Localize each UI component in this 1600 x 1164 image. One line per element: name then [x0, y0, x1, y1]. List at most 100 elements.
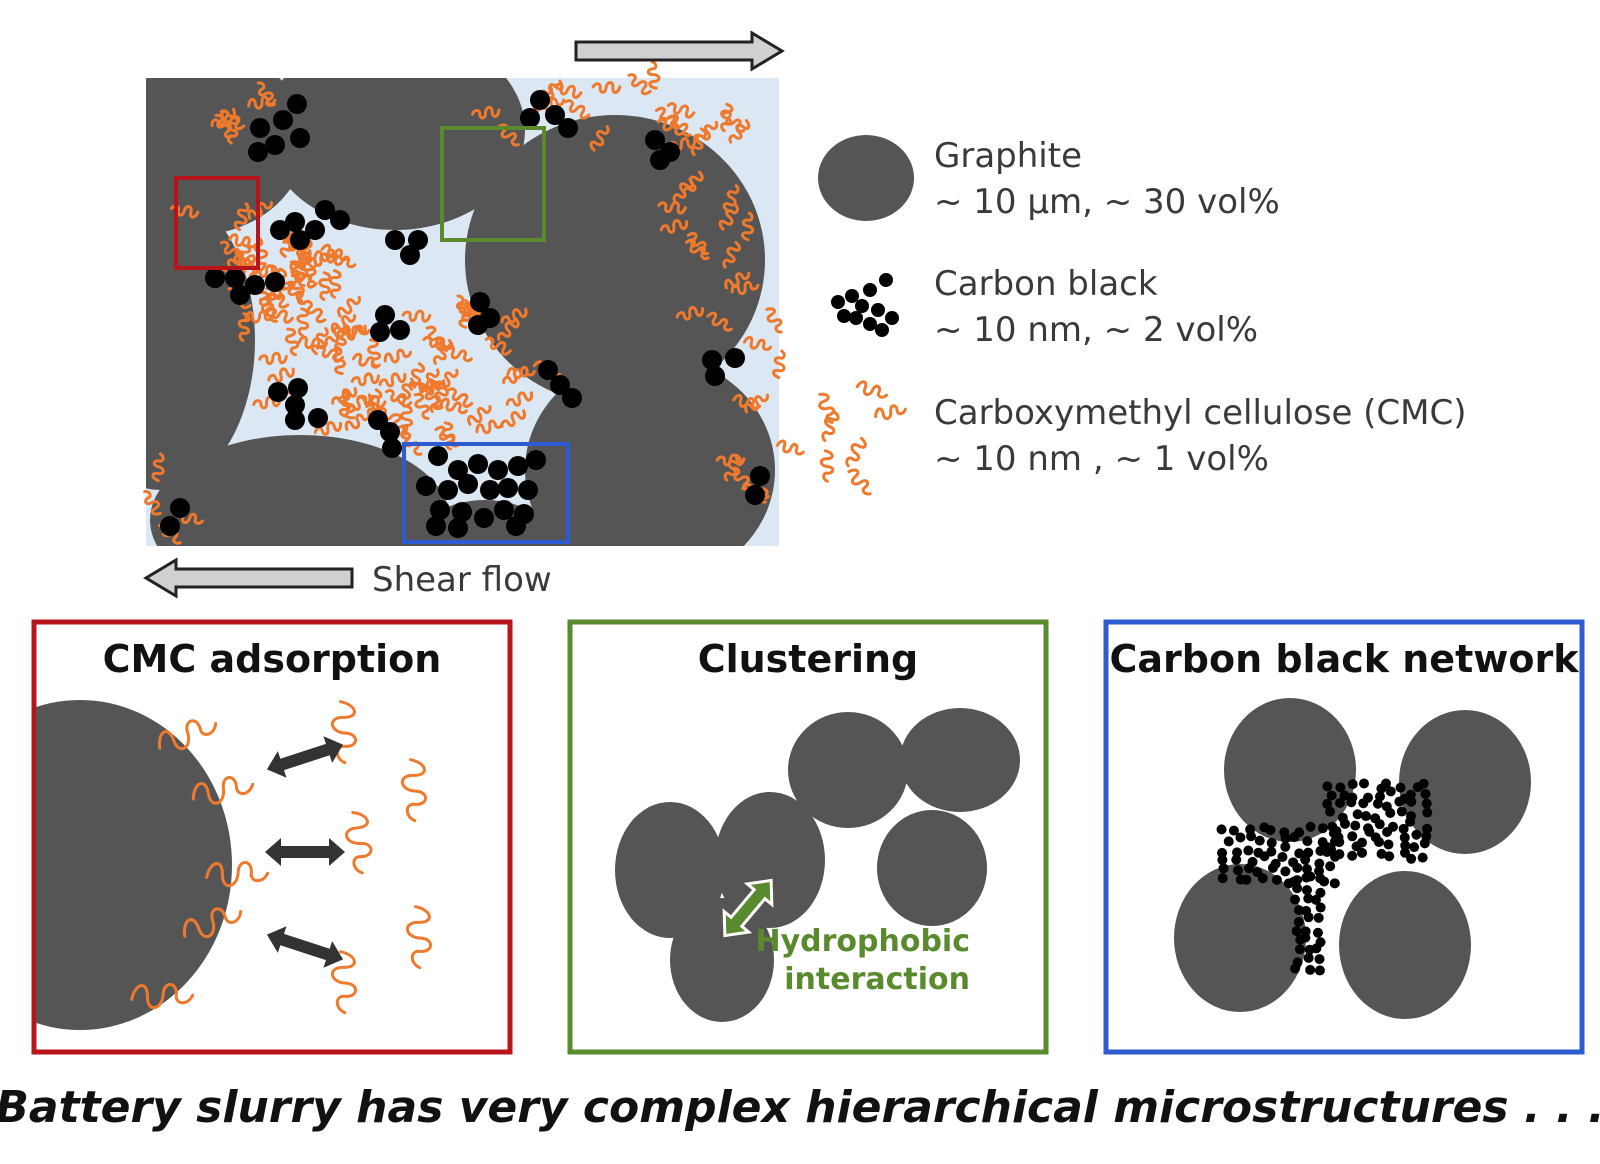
carbon-black-particle [408, 230, 428, 250]
cmc-chain [657, 201, 687, 215]
cmc-chain [400, 404, 414, 435]
carbon-black-particle [1372, 798, 1383, 809]
cmc-chain [422, 385, 444, 411]
cmc-chain [258, 351, 288, 366]
panel-network-frame [1103, 619, 1585, 1055]
carbon-black-particle [488, 460, 508, 480]
graphite-legend-title: Graphite [934, 136, 1082, 176]
carbon-black-particle [1346, 797, 1357, 808]
carbon-black-particle [1374, 819, 1385, 830]
cmc-chain [396, 377, 415, 406]
carbon-black-particle [1422, 807, 1433, 818]
cmc-chain [383, 348, 412, 364]
carbon-black-particle [230, 285, 250, 305]
carbon-black-particle [1232, 865, 1243, 876]
carbon-black-particle [1358, 778, 1369, 789]
cmc-chain [244, 310, 274, 324]
cmc-chain [219, 240, 245, 263]
carbon-black-particle [498, 478, 518, 498]
graphite-particle [265, 78, 525, 230]
carbon-black-particle [530, 90, 550, 110]
cmc-chain [722, 184, 740, 213]
carbon-black-particle [1350, 820, 1361, 831]
carbon-black-particle [330, 210, 350, 230]
cmc-chain [728, 119, 751, 144]
cmc-chain [252, 395, 282, 410]
carbon-black-particle [1385, 786, 1396, 797]
cmc-chain [366, 388, 383, 418]
graphite-particle [715, 792, 825, 928]
carbon-black-particle [1301, 872, 1312, 883]
carbon-black-particle [305, 220, 325, 240]
cmc-chain [675, 305, 705, 321]
cmc-chain [475, 419, 504, 435]
carbon-black-particle [1314, 965, 1325, 976]
cmc-chain [214, 113, 235, 139]
cmc-chain [564, 99, 591, 120]
cmc-chain [668, 114, 692, 137]
cmc-chain [589, 125, 610, 152]
carbon-black-particle [452, 502, 472, 522]
hydrophobic-arrow [722, 878, 774, 938]
cmc-chain [818, 392, 836, 424]
graphite-legend-size: ~ 10 µm, ~ 30 vol% [934, 182, 1280, 222]
carbon-black-particle [1315, 845, 1326, 856]
carbon-black-particle [1293, 916, 1304, 927]
carbon-black-particle [1232, 847, 1243, 858]
carbon-black-particle [1301, 863, 1312, 874]
shear-flow-label: Shear flow [372, 560, 552, 600]
cmc-chain [646, 60, 661, 90]
carbon-black-particle [1329, 878, 1340, 889]
carbon-black-particle [170, 498, 190, 518]
carbon-black-particle [1339, 818, 1350, 829]
carbon-black-particle [1314, 858, 1325, 869]
cmc-legend-icon [818, 380, 907, 496]
cmc-chain [821, 409, 840, 443]
cmc-chain [444, 345, 473, 363]
carbon-black-particle [370, 322, 390, 342]
carbon-black-particle [1381, 778, 1392, 789]
legend: Graphite ~ 10 µm, ~ 30 vol% Carbon black… [818, 135, 1467, 496]
graphite-legend-icon [818, 135, 914, 221]
carbon-black-legend-title: Carbon black [934, 264, 1158, 304]
cmc-chain [330, 314, 357, 334]
carbon-black-particle [562, 388, 582, 408]
zoom-box-clustering [440, 126, 546, 242]
carbon-black-particle [315, 200, 335, 220]
carbon-black-particle [725, 348, 745, 368]
carbon-black-particle [1290, 894, 1301, 905]
carbon-black-particle [520, 108, 540, 128]
cmc-chain [855, 380, 889, 399]
carbon-black-particle [1406, 796, 1417, 807]
cmc-chain [401, 309, 432, 323]
carbon-black-particle [1325, 861, 1336, 872]
carbon-black-particle [1254, 835, 1265, 846]
carbon-black-particle [1411, 829, 1422, 840]
carbon-black-particle [650, 150, 670, 170]
carbon-black-particle [1300, 854, 1311, 865]
carbon-black-particle [416, 476, 436, 496]
carbon-black-particle [468, 454, 488, 474]
carbon-black-particle [1303, 912, 1314, 923]
carbon-black-particle [380, 422, 400, 442]
carbon-black-particle [1267, 862, 1278, 873]
carbon-black-particle [1400, 840, 1411, 851]
carbon-black-particle [538, 360, 558, 380]
carbon-black-particle [1277, 851, 1288, 862]
carbon-black-particle [508, 456, 528, 476]
carbon-black-particle [160, 516, 180, 536]
cmc-chain [659, 219, 689, 234]
carbon-black-particle [290, 230, 310, 250]
carbon-black-particle [288, 378, 308, 398]
carbon-black-particle [1303, 893, 1314, 904]
carbon-black-particle [518, 480, 538, 500]
carbon-black-particle [1329, 836, 1340, 847]
exchange-arrow [266, 926, 344, 968]
carbon-black-particle [285, 410, 305, 430]
carbon-black-particle [265, 135, 285, 155]
carbon-black-particle [250, 118, 270, 138]
cmc-chain [233, 202, 250, 232]
cmc-chain [259, 297, 278, 323]
carbon-black-particle [470, 292, 490, 312]
carbon-black-particle [1280, 833, 1291, 844]
